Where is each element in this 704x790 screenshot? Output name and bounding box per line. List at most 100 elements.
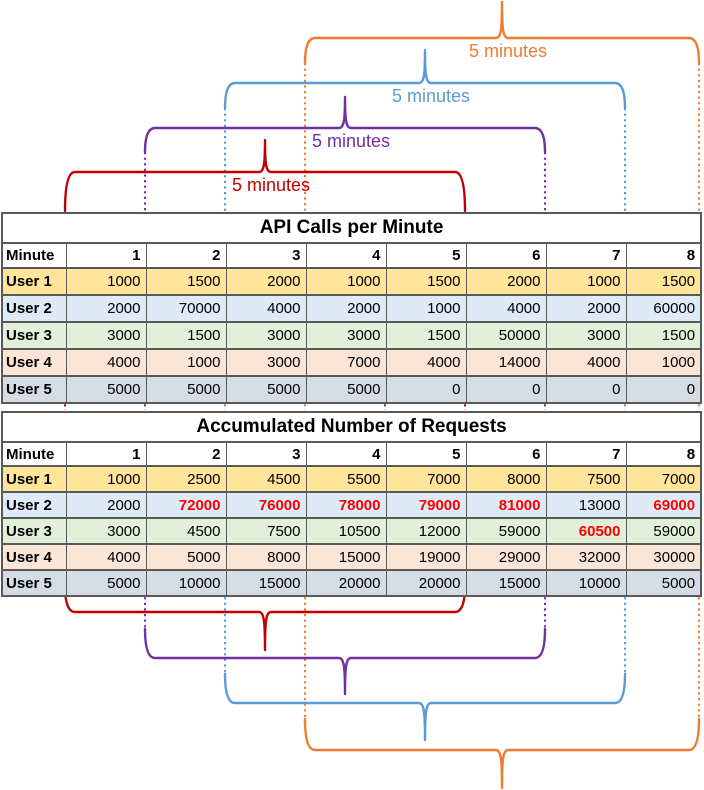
value-cell: 1500 — [385, 267, 467, 296]
minute-header-cell: Minute — [1, 242, 67, 269]
window-label-minutes-2-6: 5 minutes — [312, 131, 390, 151]
minute-col-header: 4 — [305, 441, 387, 467]
value-cell: 78000 — [305, 491, 387, 519]
value-cell: 3000 — [225, 348, 307, 377]
value-cell: 13000 — [545, 491, 627, 519]
minute-col-header: 1 — [65, 441, 147, 467]
user-row-header: User 5 — [1, 569, 67, 597]
value-cell: 2000 — [465, 267, 547, 296]
value-cell: 79000 — [385, 491, 467, 519]
value-cell: 2500 — [145, 465, 227, 493]
value-cell: 5000 — [625, 569, 702, 597]
user-row-header: User 4 — [1, 348, 67, 377]
minute-col-header: 8 — [625, 242, 702, 269]
value-cell: 72000 — [145, 491, 227, 519]
value-cell: 32000 — [545, 543, 627, 571]
minute-col-header: 3 — [225, 242, 307, 269]
value-cell: 10000 — [545, 569, 627, 597]
value-cell: 1500 — [625, 267, 702, 296]
bottom-brace-minutes-2-6 — [143, 627, 547, 696]
user-row-header: User 4 — [1, 543, 67, 571]
value-cell: 29000 — [465, 543, 547, 571]
value-cell: 5500 — [305, 465, 387, 493]
table-title: Accumulated Number of Requests — [1, 411, 702, 443]
value-cell: 5000 — [145, 375, 227, 404]
value-cell: 14000 — [465, 348, 547, 377]
user-row-header: User 5 — [1, 375, 67, 404]
minute-col-header: 1 — [65, 242, 147, 269]
minute-col-header: 2 — [145, 242, 227, 269]
value-cell: 76000 — [225, 491, 307, 519]
minute-col-header: 7 — [545, 242, 627, 269]
minute-col-header: 7 — [545, 441, 627, 467]
value-cell: 4500 — [225, 465, 307, 493]
value-cell: 0 — [545, 375, 627, 404]
value-cell: 1500 — [385, 321, 467, 350]
window-label-minutes-1-5: 5 minutes — [232, 175, 310, 195]
value-cell: 20000 — [305, 569, 387, 597]
top-brace-minutes-1-5 — [63, 138, 467, 213]
value-cell: 5000 — [65, 569, 147, 597]
value-cell: 1000 — [65, 267, 147, 296]
value-cell: 2000 — [65, 294, 147, 323]
minute-col-header: 6 — [465, 441, 547, 467]
value-cell: 3000 — [305, 321, 387, 350]
value-cell: 59000 — [465, 517, 547, 545]
value-cell: 4500 — [145, 517, 227, 545]
minute-col-header: 5 — [385, 441, 467, 467]
window-label-minutes-4-8: 5 minutes — [469, 41, 547, 61]
window-label-minutes-3-7: 5 minutes — [392, 86, 470, 106]
value-cell: 15000 — [225, 569, 307, 597]
user-row-header: User 2 — [1, 491, 67, 519]
value-cell: 3000 — [545, 321, 627, 350]
table-title: API Calls per Minute — [1, 212, 702, 244]
value-cell: 2000 — [65, 491, 147, 519]
value-cell: 8000 — [225, 543, 307, 571]
value-cell: 1000 — [145, 348, 227, 377]
bottom-brace-minutes-4-8 — [303, 717, 701, 790]
value-cell: 59000 — [625, 517, 702, 545]
value-cell: 60000 — [625, 294, 702, 323]
value-cell: 70000 — [145, 294, 227, 323]
bottom-brace-minutes-3-7 — [223, 672, 627, 742]
value-cell: 1000 — [385, 294, 467, 323]
top-brace-minutes-2-6 — [143, 95, 547, 154]
value-cell: 2000 — [305, 294, 387, 323]
value-cell: 5000 — [145, 543, 227, 571]
minute-col-header: 3 — [225, 441, 307, 467]
bottom-brace-minutes-1-5 — [63, 583, 467, 652]
value-cell: 0 — [465, 375, 547, 404]
value-cell: 1500 — [145, 321, 227, 350]
user-row-header: User 1 — [1, 465, 67, 493]
value-cell: 3000 — [225, 321, 307, 350]
value-cell: 30000 — [625, 543, 702, 571]
value-cell: 19000 — [385, 543, 467, 571]
value-cell: 15000 — [305, 543, 387, 571]
value-cell: 81000 — [465, 491, 547, 519]
value-cell: 7000 — [385, 465, 467, 493]
value-cell: 7000 — [625, 465, 702, 493]
value-cell: 1500 — [625, 321, 702, 350]
value-cell: 4000 — [225, 294, 307, 323]
value-cell: 4000 — [65, 348, 147, 377]
value-cell: 5000 — [65, 375, 147, 404]
minute-col-header: 6 — [465, 242, 547, 269]
value-cell: 0 — [385, 375, 467, 404]
value-cell: 4000 — [465, 294, 547, 323]
user-row-header: User 2 — [1, 294, 67, 323]
minute-col-header: 5 — [385, 242, 467, 269]
value-cell: 1000 — [625, 348, 702, 377]
value-cell: 5000 — [305, 375, 387, 404]
value-cell: 5000 — [225, 375, 307, 404]
minute-col-header: 4 — [305, 242, 387, 269]
user-row-header: User 3 — [1, 517, 67, 545]
